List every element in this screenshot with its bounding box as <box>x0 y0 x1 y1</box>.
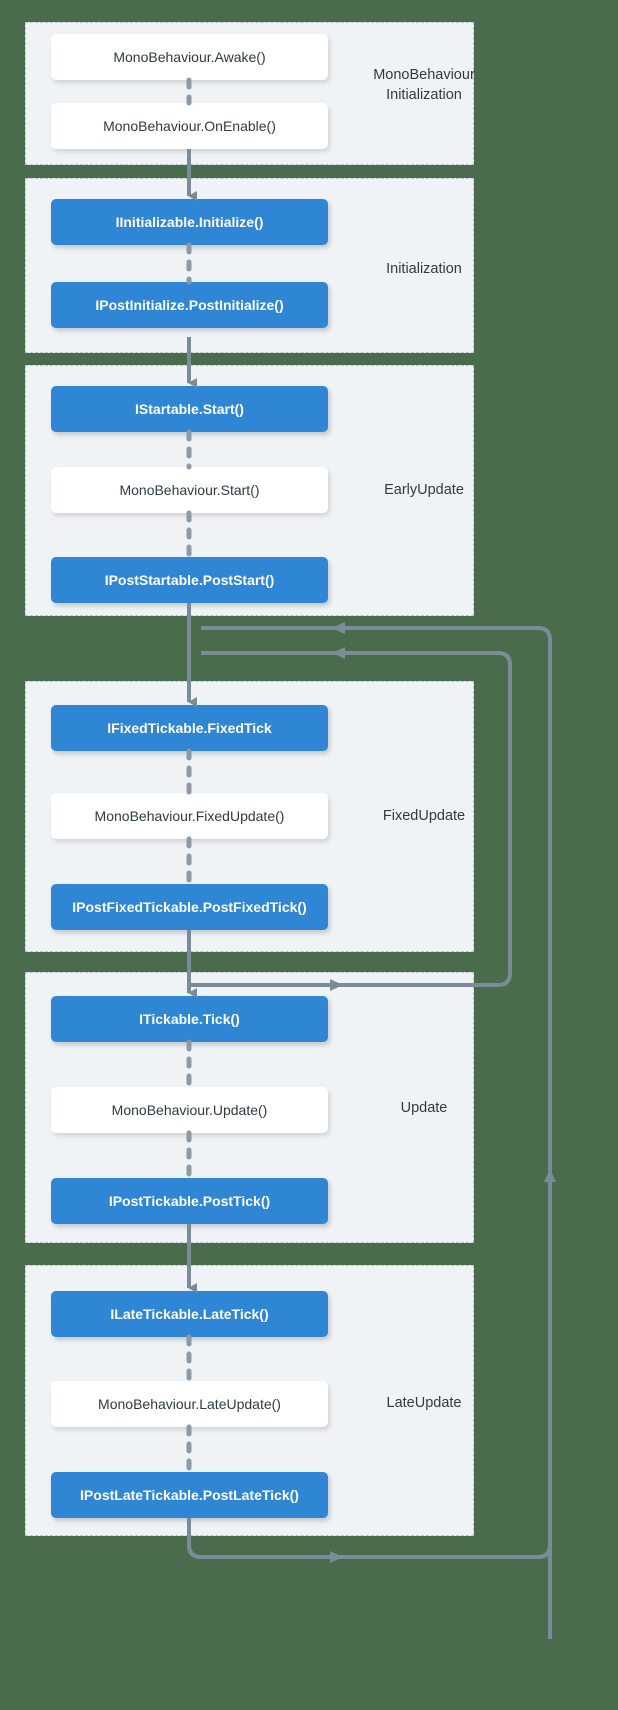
node-label: IFixedTickable.FixedTick <box>107 720 272 736</box>
node-label: IStartable.Start() <box>135 401 244 417</box>
node-label: MonoBehaviour.FixedUpdate() <box>94 808 285 824</box>
node-ifixedtickable-fixedtick[interactable]: IFixedTickable.FixedTick <box>51 705 328 751</box>
group-label-initialization: Initialization <box>344 260 504 280</box>
node-label: IPostLateTickable.PostLateTick() <box>80 1487 299 1503</box>
node-ipostlatetickable-postlatetick[interactable]: IPostLateTickable.PostLateTick() <box>51 1472 328 1518</box>
node-mb-onenable[interactable]: MonoBehaviour.OnEnable() <box>51 103 328 149</box>
group-label-line-1: MonoBehaviour <box>373 67 475 83</box>
node-mb-start[interactable]: MonoBehaviour.Start() <box>51 467 328 513</box>
arrow-frame-loop-right-head <box>330 1551 343 1563</box>
node-label: IInitializable.Initialize() <box>115 214 264 230</box>
node-mb-awake[interactable]: MonoBehaviour.Awake() <box>51 34 328 80</box>
group-label-earlyupdate: EarlyUpdate <box>344 481 504 501</box>
node-label: MonoBehaviour.Update() <box>111 1102 268 1118</box>
node-istartable-start[interactable]: IStartable.Start() <box>51 386 328 432</box>
node-label: IPostFixedTickable.PostFixedTick() <box>72 899 307 915</box>
node-iposttickable-posttick[interactable]: IPostTickable.PostTick() <box>51 1178 328 1224</box>
group-label-line-1: EarlyUpdate <box>384 482 464 498</box>
node-label: MonoBehaviour.LateUpdate() <box>98 1396 281 1412</box>
node-mb-fixedupdate[interactable]: MonoBehaviour.FixedUpdate() <box>51 793 328 839</box>
node-label: MonoBehaviour.Start() <box>119 482 260 498</box>
arrow-frame-loop-up-head <box>544 1169 556 1182</box>
group-label-line-1: Update <box>400 1100 448 1116</box>
group-label-line-1: FixedUpdate <box>382 808 466 824</box>
node-label: ILateTickable.LateTick() <box>110 1306 269 1322</box>
node-ilatetickable-latetick[interactable]: ILateTickable.LateTick() <box>51 1291 328 1337</box>
group-label-update: Update <box>344 1099 504 1119</box>
group-label-line-2: Initialization <box>386 86 462 103</box>
node-ipostinitialize-postinitialize[interactable]: IPostInitialize.PostInitialize() <box>51 282 328 328</box>
group-label-fixedupdate: FixedUpdate <box>344 807 504 827</box>
node-label: IPostInitialize.PostInitialize() <box>95 297 284 313</box>
arrow-frame-loop-back <box>187 1518 552 1639</box>
arrow-frame-loop-left-head <box>332 622 345 634</box>
node-label: IPostStartable.PostStart() <box>104 572 275 588</box>
node-ipostfixedtickable-postfixedtick[interactable]: IPostFixedTickable.PostFixedTick() <box>51 884 328 930</box>
group-label-line-1: Initialization <box>386 261 462 277</box>
node-label: IPostTickable.PostTick() <box>108 1193 271 1209</box>
group-label-line-1: LateUpdate <box>386 1395 462 1411</box>
node-itickable-tick[interactable]: ITickable.Tick() <box>51 996 328 1042</box>
group-label-monobehaviour-initialization: MonoBehaviour Initialization <box>344 66 504 105</box>
node-label: MonoBehaviour.Awake() <box>113 49 266 65</box>
node-label: MonoBehaviour.OnEnable() <box>103 118 276 134</box>
node-mb-lateupdate[interactable]: MonoBehaviour.LateUpdate() <box>51 1381 328 1427</box>
arrow-fixedupdate-loop-left-head <box>332 647 345 659</box>
node-ipoststartable-poststart[interactable]: IPostStartable.PostStart() <box>51 557 328 603</box>
node-iinitializable-initialize[interactable]: IInitializable.Initialize() <box>51 199 328 245</box>
group-label-lateupdate: LateUpdate <box>344 1394 504 1414</box>
node-mb-update[interactable]: MonoBehaviour.Update() <box>51 1087 328 1133</box>
node-label: ITickable.Tick() <box>139 1011 240 1027</box>
